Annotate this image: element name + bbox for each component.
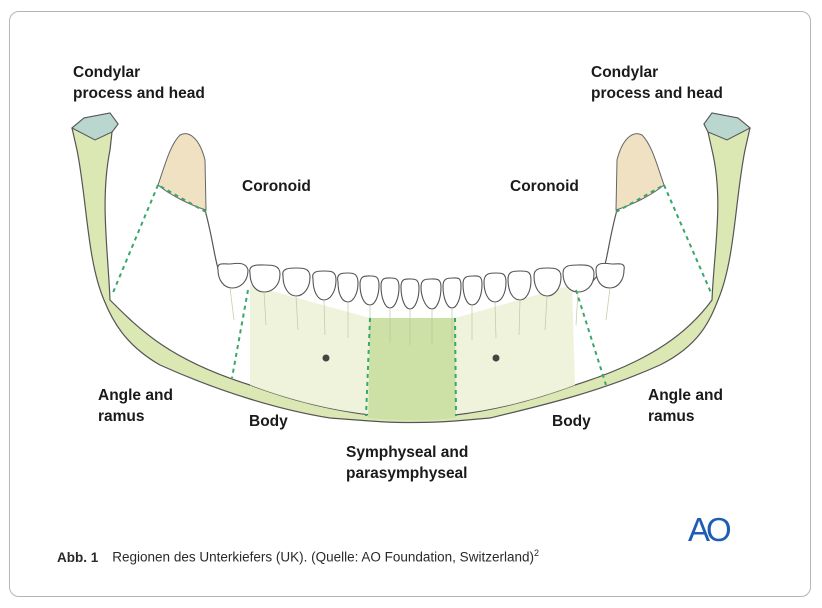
label-body-left: Body (249, 411, 288, 432)
label-coronoid-right: Coronoid (510, 176, 579, 197)
figure-caption: Abb. 1 Regionen des Unterkiefers (UK). (Q… (57, 548, 539, 565)
ao-logo: AO (688, 511, 728, 549)
symphysis-region (368, 318, 456, 420)
mental-foramen-right (493, 355, 500, 362)
mental-foramen-left (323, 355, 330, 362)
caption-reference: 2 (534, 548, 539, 558)
label-symphyseal: Symphyseal and parasymphyseal (346, 442, 468, 484)
label-angle-right: Angle and ramus (648, 385, 723, 427)
label-angle-left: Angle and ramus (98, 385, 173, 427)
label-coronoid-left: Coronoid (242, 176, 311, 197)
label-body-right: Body (552, 411, 591, 432)
figure-number: Abb. 1 (57, 550, 98, 565)
label-condylar-right: Condylar process and head (591, 62, 723, 104)
label-condylar-left: Condylar process and head (73, 62, 205, 104)
caption-text: Regionen des Unterkiefers (UK). (Quelle:… (112, 550, 534, 565)
